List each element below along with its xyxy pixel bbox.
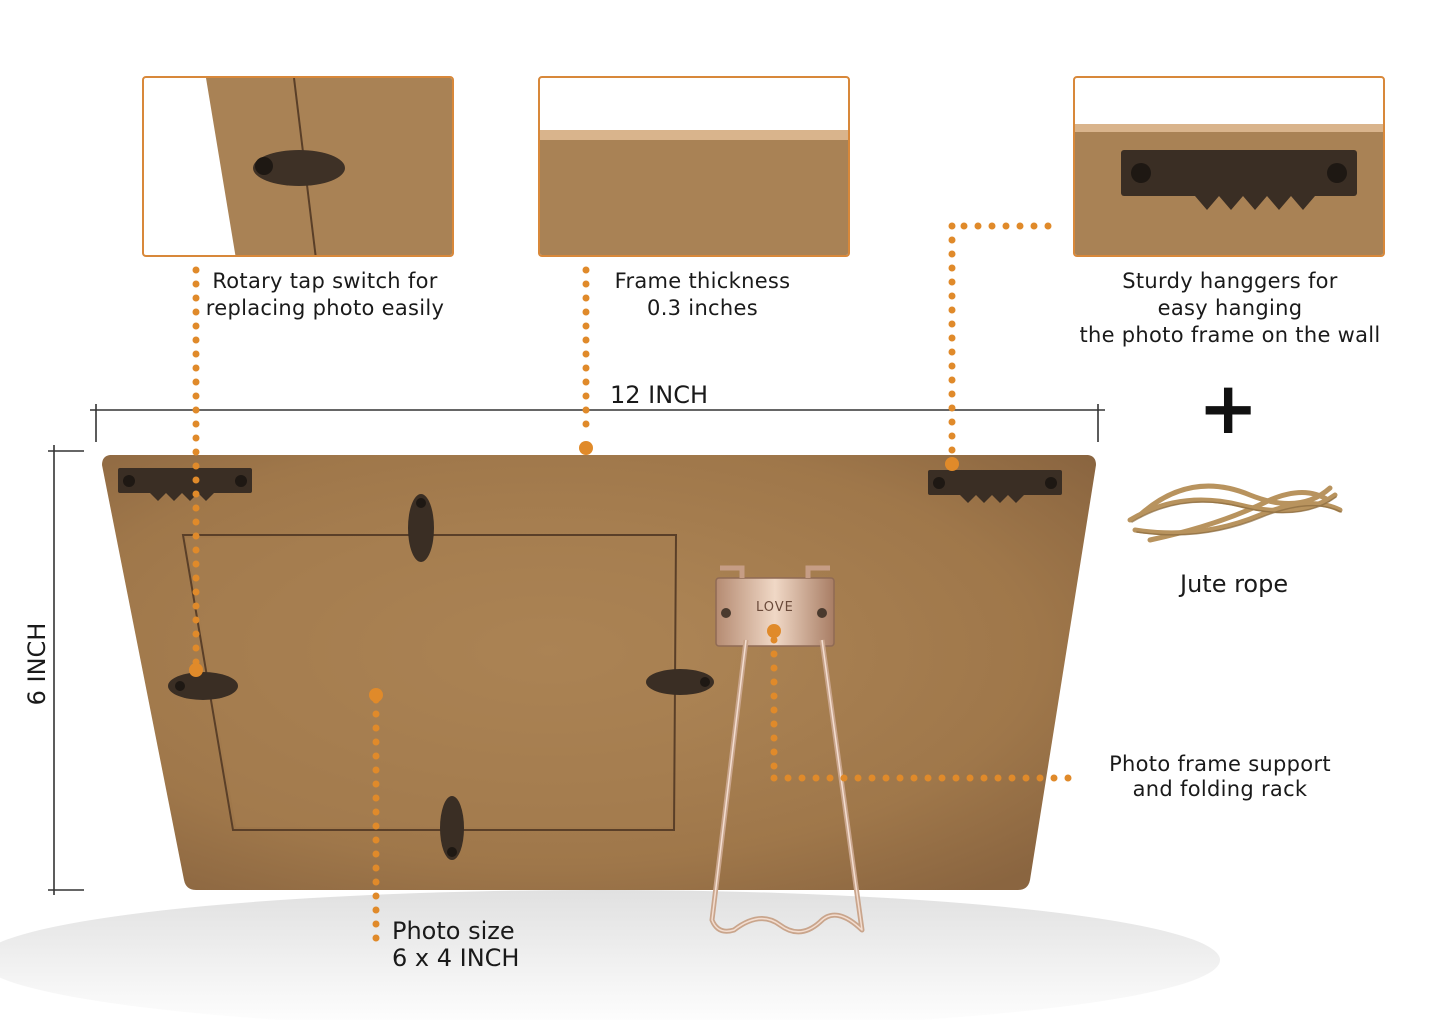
floor-shadow xyxy=(0,890,1220,1020)
caption-thickness: Frame thickness 0.3 inches xyxy=(560,268,845,322)
photo-backing-outline xyxy=(181,534,678,831)
caption-hanger: Sturdy hanggers for easy hanging the pho… xyxy=(1075,268,1385,349)
caption-support-line1: Photo frame support xyxy=(1109,752,1331,776)
caption-hanger-line1: Sturdy hanggers for xyxy=(1122,269,1338,293)
caption-photo-size-line1: Photo size xyxy=(392,917,515,945)
leader-lines xyxy=(192,222,1084,944)
hanger-right xyxy=(928,470,1062,503)
width-dimension-line xyxy=(90,404,1105,442)
height-label: 6 INCH xyxy=(23,622,51,706)
caption-rotary-line1: Rotary tap switch for xyxy=(212,269,438,293)
jute-rope-label: Jute rope xyxy=(1180,570,1289,598)
inset-sawtooth-hanger xyxy=(1073,76,1385,257)
leader-endpoints xyxy=(189,441,959,702)
rotary-clip-top xyxy=(408,494,434,562)
inset-frame-thickness xyxy=(538,76,850,257)
caption-photo-size-line2: 6 x 4 INCH xyxy=(392,944,520,972)
rotary-clip-left xyxy=(168,672,238,700)
height-dimension-line xyxy=(48,445,84,895)
caption-rotary: Rotary tap switch for replacing photo ea… xyxy=(160,268,490,322)
plus-sign: + xyxy=(1198,366,1259,450)
caption-hanger-line3: the photo frame on the wall xyxy=(1079,323,1381,347)
rotary-clip-right xyxy=(646,669,714,695)
hanger-left xyxy=(118,468,252,501)
photo-backing-board xyxy=(186,538,673,827)
caption-photo-size: Photo size 6 x 4 INCH xyxy=(392,918,519,972)
caption-rotary-line2: replacing photo easily xyxy=(205,296,445,320)
stand-stamp: LOVE xyxy=(756,600,794,615)
caption-thickness-line1: Frame thickness xyxy=(614,269,791,293)
caption-thickness-line2: 0.3 inches xyxy=(647,296,758,320)
caption-hanger-line2: easy hanging xyxy=(1157,296,1303,320)
rotary-clip-bottom xyxy=(440,796,464,860)
caption-support-line2: and folding rack xyxy=(1132,777,1308,801)
folding-stand xyxy=(709,565,865,935)
inset-rotary-clip xyxy=(142,76,454,257)
width-label: 12 INCH xyxy=(610,381,709,409)
caption-support: Photo frame support and folding rack xyxy=(1095,752,1345,802)
